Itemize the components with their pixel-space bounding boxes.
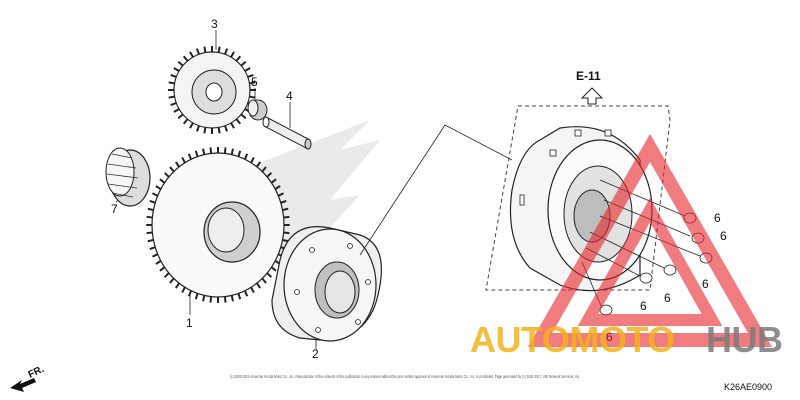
- arrow-up-icon: [580, 87, 604, 105]
- front-label: FR.: [27, 364, 46, 381]
- brand-text-primary: AUTOMOTO: [470, 319, 675, 360]
- reference-label: E-11: [576, 69, 601, 83]
- part-4-shaft: [262, 116, 312, 150]
- callout-6a: 6: [714, 211, 721, 225]
- callout-3: 3: [211, 17, 218, 31]
- part-code: K26AE0900: [724, 382, 772, 392]
- watermark-triangle-logo: [527, 133, 773, 347]
- part-1-large-gear: [146, 147, 290, 303]
- callout-5: 5: [251, 75, 258, 89]
- callout-6c: 6: [702, 277, 709, 291]
- watermark-brand: AUTOMOTO HUB: [470, 319, 783, 360]
- part-2-one-way-clutch: [271, 226, 382, 342]
- callout-6d: 6: [664, 291, 671, 305]
- callout-7: 7: [111, 202, 118, 216]
- part-3-small-gear: [168, 46, 256, 134]
- brand-text-secondary: HUB: [706, 319, 783, 360]
- callout-1: 1: [186, 316, 193, 330]
- part-7-needle-bearing: [105, 147, 151, 207]
- arrow-left-icon: [10, 378, 36, 392]
- callout-2: 2: [312, 347, 319, 361]
- part-5-bushing: [247, 99, 268, 121]
- front-direction-marker: FR.: [10, 364, 46, 392]
- callout-4: 4: [286, 89, 293, 103]
- callout-leaders: [115, 30, 317, 350]
- reference-box-e11: E-11: [485, 69, 671, 291]
- copyright-notice: (c) 2003-2015 American Honda Motor Co., …: [230, 374, 580, 379]
- callout-6e: 6: [640, 299, 647, 313]
- callout-6b: 6: [720, 229, 727, 243]
